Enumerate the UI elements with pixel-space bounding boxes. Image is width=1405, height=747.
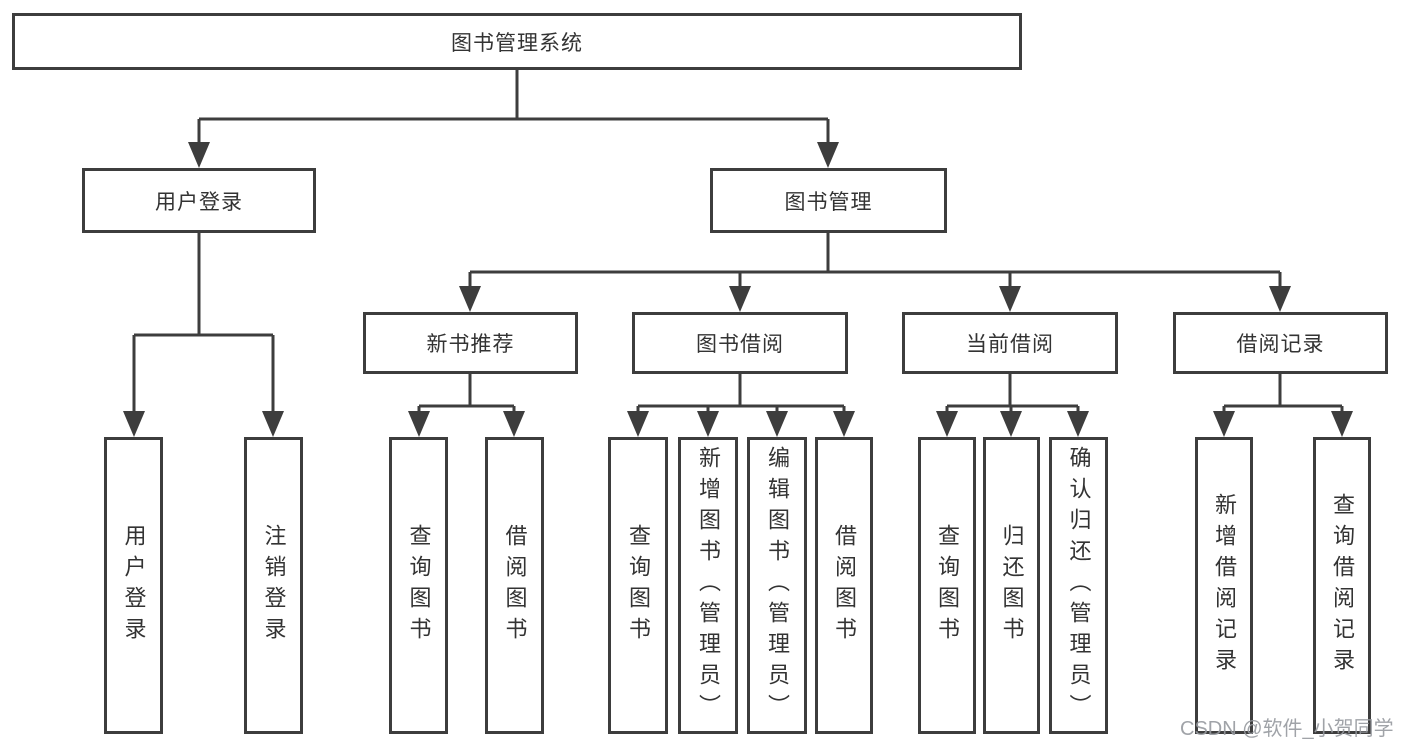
arrow-to-leaf-logout — [262, 411, 284, 437]
leaf-current-confirm-return-admin-label: 确认归还（管理员） — [1066, 446, 1092, 725]
arrow-to-leaf-nb-query — [408, 411, 430, 437]
arrow-to-leaf-c-confirm — [1067, 411, 1089, 437]
arrowheads — [123, 142, 1353, 437]
arrow-to-borrowing — [729, 286, 751, 312]
leaf-borrowing-add-books-admin: 新增图书（管理员） — [678, 437, 738, 734]
leaf-borrowing-borrow-books-label: 借阅图书 — [832, 523, 857, 648]
arrow-to-leaf-r-query — [1331, 411, 1353, 437]
arrow-to-leaf-c-return — [1000, 411, 1022, 437]
leaf-current-confirm-return-admin: 确认归还（管理员） — [1049, 437, 1108, 734]
node-new-book-recommend-label: 新书推荐 — [426, 333, 515, 356]
arrow-to-leaf-b-add — [697, 411, 719, 437]
node-root-label: 图书管理系统 — [451, 31, 583, 55]
arrow-to-leaf-b-query — [627, 411, 649, 437]
node-book-management: 图书管理 — [710, 168, 947, 233]
leaf-records-query-record-label: 查询借阅记录 — [1330, 492, 1355, 679]
leaf-current-query-books-label: 查询图书 — [935, 523, 960, 648]
edge-records-split — [1222, 374, 1344, 420]
leaf-records-add-record-label: 新增借阅记录 — [1212, 492, 1237, 679]
edge-borrowing-split — [636, 374, 846, 420]
node-new-book-recommend: 新书推荐 — [363, 312, 578, 374]
arrow-to-leaf-login — [123, 411, 145, 437]
arrow-to-current — [999, 286, 1021, 312]
arrow-to-user-login — [188, 142, 210, 168]
leaf-newbooks-borrow-books: 借阅图书 — [485, 437, 544, 734]
leaf-borrowing-borrow-books: 借阅图书 — [815, 437, 873, 734]
leaf-current-return-books-label: 归还图书 — [999, 523, 1025, 648]
edge-login-split — [132, 233, 275, 420]
arrow-to-records — [1269, 286, 1291, 312]
edge-root-split — [197, 70, 830, 150]
leaf-logout-label: 注销登录 — [261, 523, 287, 648]
arrow-to-leaf-b-edit — [766, 411, 788, 437]
leaf-current-query-books: 查询图书 — [918, 437, 976, 734]
arrow-to-leaf-r-add — [1213, 411, 1235, 437]
leaf-current-return-books: 归还图书 — [983, 437, 1040, 734]
edge-management-split — [468, 233, 1282, 295]
leaf-newbooks-query-books-label: 查询图书 — [406, 523, 432, 648]
leaf-newbooks-query-books: 查询图书 — [389, 437, 448, 734]
arrow-to-newbooks — [459, 286, 481, 312]
leaf-borrowing-query-books-label: 查询图书 — [626, 523, 651, 648]
arrow-to-leaf-c-query — [936, 411, 958, 437]
node-borrow-records-label: 借阅记录 — [1236, 333, 1325, 356]
node-current-borrowing: 当前借阅 — [902, 312, 1118, 374]
leaf-newbooks-borrow-books-label: 借阅图书 — [502, 523, 528, 648]
leaf-user-login-label: 用户登录 — [121, 523, 147, 648]
node-user-login: 用户登录 — [82, 168, 316, 233]
csdn-watermark: CSDN @软件_小贺同学 — [1180, 718, 1394, 740]
leaf-user-login: 用户登录 — [104, 437, 163, 734]
node-book-borrowing: 图书借阅 — [632, 312, 848, 374]
leaf-logout: 注销登录 — [244, 437, 303, 734]
leaf-borrowing-edit-books-admin-label: 编辑图书（管理员） — [765, 446, 790, 725]
node-book-borrowing-label: 图书借阅 — [696, 333, 784, 356]
arrow-to-leaf-nb-borrow — [503, 411, 525, 437]
edge-newbooks-split — [417, 374, 516, 420]
leaf-records-add-record: 新增借阅记录 — [1195, 437, 1253, 734]
node-current-borrowing-label: 当前借阅 — [966, 333, 1054, 356]
leaf-borrowing-edit-books-admin: 编辑图书（管理员） — [747, 437, 807, 734]
node-book-management-label: 图书管理 — [784, 190, 873, 214]
leaf-borrowing-add-books-admin-label: 新增图书（管理员） — [696, 446, 721, 725]
node-borrow-records: 借阅记录 — [1173, 312, 1388, 374]
leaf-records-query-record: 查询借阅记录 — [1313, 437, 1371, 734]
arrow-to-book-management — [817, 142, 839, 168]
arrow-to-leaf-b-borrow — [833, 411, 855, 437]
leaf-borrowing-query-books: 查询图书 — [608, 437, 668, 734]
node-user-login-label: 用户登录 — [155, 190, 243, 214]
node-root-library-system: 图书管理系统 — [12, 13, 1022, 70]
